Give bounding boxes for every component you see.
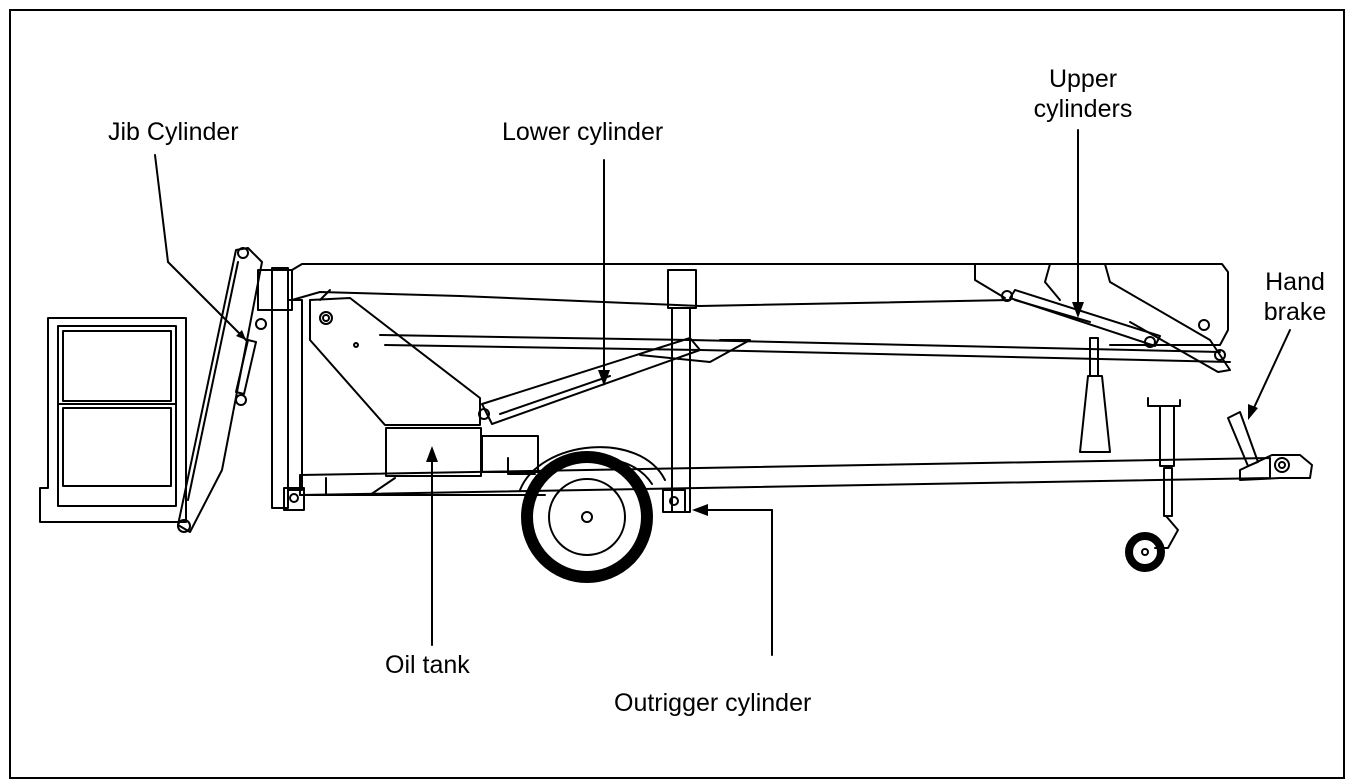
label-upper-cylinders-line1: Upper: [1048, 65, 1118, 93]
arrowheads: [236, 302, 1258, 516]
jockey-wheel: [1125, 397, 1181, 572]
label-jib-cylinder: Jib Cylinder: [108, 118, 239, 146]
outrigger-post: [1079, 337, 1111, 453]
wheel-assembly: [519, 446, 666, 583]
drawbar: [1227, 411, 1313, 481]
mast-frame: [257, 267, 697, 513]
arrowhead-lower-cylinder: [598, 370, 610, 386]
label-outrigger-cylinder: Outrigger cylinder: [614, 689, 812, 717]
turret: [309, 297, 701, 426]
label-oil-tank: Oil tank: [385, 651, 470, 679]
upper-cylinders: [1009, 289, 1161, 347]
label-hand-brake-line1: Hand: [1265, 268, 1325, 296]
arrowhead-hand-brake: [1248, 404, 1258, 420]
arrowhead-upper-cylinders: [1072, 302, 1084, 318]
upper-boom: [291, 263, 1231, 373]
platform-basket: [39, 317, 187, 523]
jib-arm: [177, 247, 267, 533]
label-upper-cylinders-line2: cylinders: [1033, 95, 1133, 123]
label-hand-brake-line2: brake: [1263, 298, 1327, 326]
chassis: [299, 427, 1271, 496]
lower-boom: [379, 334, 1231, 363]
label-lower-cylinder: Lower cylinder: [502, 118, 664, 146]
arrowhead-jib-cylinder: [236, 330, 246, 340]
arrowhead-oil-tank: [426, 446, 438, 462]
arrowhead-outrigger-cylinder: [692, 504, 708, 516]
diagram-frame: [9, 9, 1345, 779]
leader-lines: [154, 129, 1291, 656]
